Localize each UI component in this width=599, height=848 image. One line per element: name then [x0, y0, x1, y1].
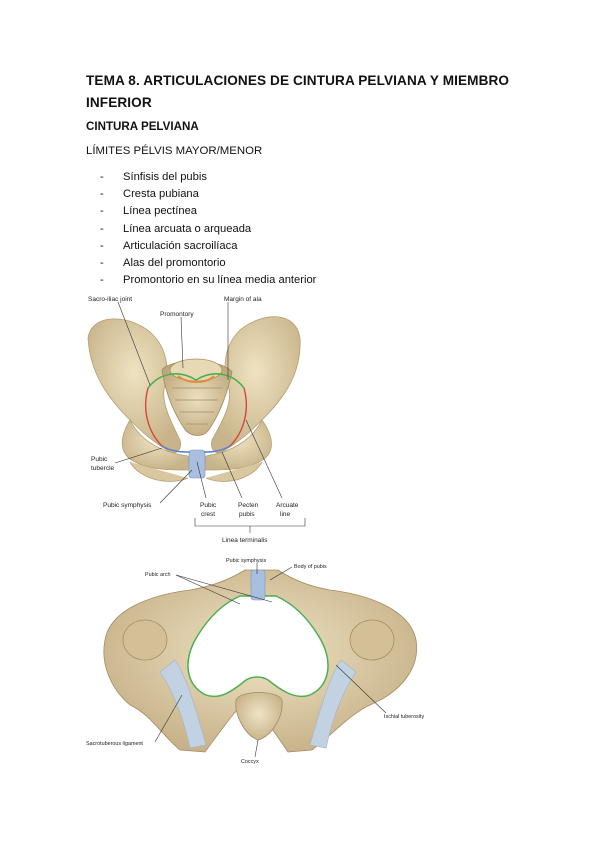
- left-acetabulum: [122, 619, 168, 661]
- coccyx: [235, 692, 283, 741]
- label-coccyx: Coccyx: [241, 759, 259, 765]
- label-pubic-tubercle-1: Pubic: [91, 456, 108, 463]
- label-linea-terminalis: Linea terminalis: [222, 537, 268, 544]
- list-item: -Promontorio en su línea media anterior: [100, 274, 317, 287]
- red-line-arcuate-right: [229, 387, 247, 447]
- label-pubic-crest-2: crest: [201, 511, 215, 518]
- subsection-heading: LÍMITES PÉLVIS MAYOR/MENOR: [86, 145, 263, 157]
- label-pecten-1: Pecten: [238, 502, 259, 509]
- label-sacrotuberous: Sacrotuberous ligament: [86, 741, 143, 747]
- fig1-leader-lines: [114, 301, 306, 533]
- page-title: TEMA 8. ARTICULACIONES DE CINTURA PELVIA…: [86, 73, 510, 110]
- fig2-leader-lines: [154, 563, 387, 758]
- label-pecten-2: pubis: [239, 511, 255, 518]
- red-line-arcuate-left: [145, 387, 163, 447]
- label-arcuate-2: line: [280, 511, 291, 518]
- green-line-margin: [147, 373, 245, 389]
- label-pubic-arch: Pubic arch: [145, 572, 170, 578]
- label-ischial-tuberosity: Ischial tuberosity: [384, 714, 424, 720]
- left-pubic-ramus: [121, 419, 191, 471]
- pelvic-outlet-green: [187, 595, 329, 698]
- label-body-pubis: Body of pubis: [294, 564, 327, 570]
- section-heading: CINTURA PELVIANA: [86, 120, 199, 133]
- label-margin-ala: Margin of ala: [224, 296, 262, 303]
- blue-line-pecten: [161, 445, 231, 453]
- list-item: -Cresta pubiana: [100, 188, 199, 201]
- pubic-symphysis-cartilage: [250, 569, 266, 601]
- pubic-symphysis-cartilage: [188, 449, 206, 479]
- left-sacrotuberous-ligament: [159, 659, 207, 749]
- label-pubic-crest-1: Pubic: [200, 502, 217, 509]
- right-sacrotuberous-ligament: [309, 659, 357, 749]
- right-iliac-wing: [211, 316, 301, 454]
- label-arcuate-1: Arcuate: [276, 502, 299, 509]
- label-pubic-symphysis-2: Pubic symphysis: [226, 558, 266, 564]
- list-item: -Línea pectínea: [100, 205, 198, 218]
- list-item: -Línea arcuata o arqueada: [100, 222, 252, 235]
- label-sacroiliac: Sacro-iliac joint: [88, 296, 132, 303]
- label-pubic-symphysis: Pubic symphysis: [103, 502, 152, 509]
- label-pubic-tubercle-2: tubercle: [91, 465, 115, 472]
- list-item: -Alas del promontorio: [100, 257, 226, 270]
- limits-list: -Sínfisis del pubis -Cresta pubiana -Lín…: [100, 169, 316, 289]
- left-iliac-wing: [87, 318, 181, 454]
- list-item: -Sínfisis del pubis: [100, 171, 207, 183]
- right-acetabulum: [349, 619, 395, 661]
- label-promontory: Promontory: [160, 311, 194, 318]
- right-pubic-ramus: [203, 419, 272, 471]
- list-item: -Articulación sacroilíaca: [100, 239, 238, 252]
